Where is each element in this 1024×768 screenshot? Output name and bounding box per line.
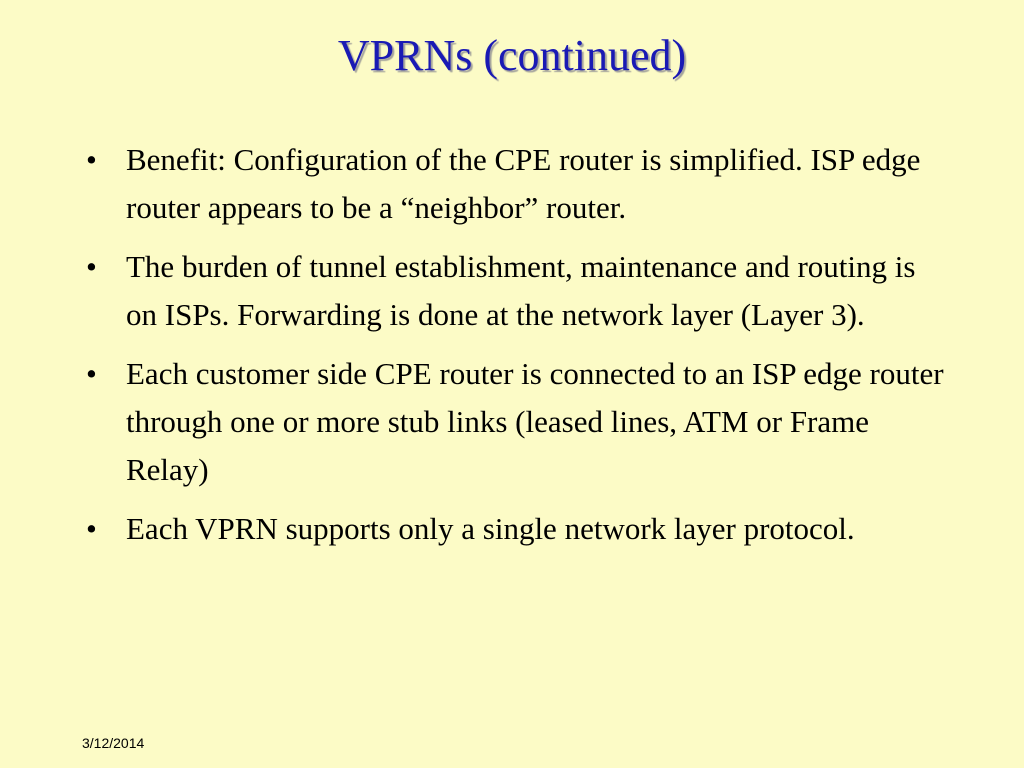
bullet-item: • Each VPRN supports only a single netwo… [86,505,946,553]
bullet-text: Each VPRN supports only a single network… [126,511,855,546]
bullet-text: The burden of tunnel establishment, main… [126,249,916,332]
bullet-item: • Benefit: Configuration of the CPE rout… [86,136,946,232]
bullet-marker: • [86,142,97,177]
bullet-marker: • [86,511,97,546]
slide-title: VPRNs (continued) [337,31,687,80]
bullet-item: • The burden of tunnel establishment, ma… [86,243,946,339]
footer-date: 3/12/2014 [82,735,145,751]
bullet-text: Each customer side CPE router is connect… [126,356,944,487]
bullet-marker: • [86,249,97,284]
bullet-text: Benefit: Configuration of the CPE router… [126,142,921,225]
bullet-marker: • [86,356,97,391]
bullet-list: • Benefit: Configuration of the CPE rout… [86,136,946,564]
bullet-item: • Each customer side CPE router is conne… [86,350,946,494]
